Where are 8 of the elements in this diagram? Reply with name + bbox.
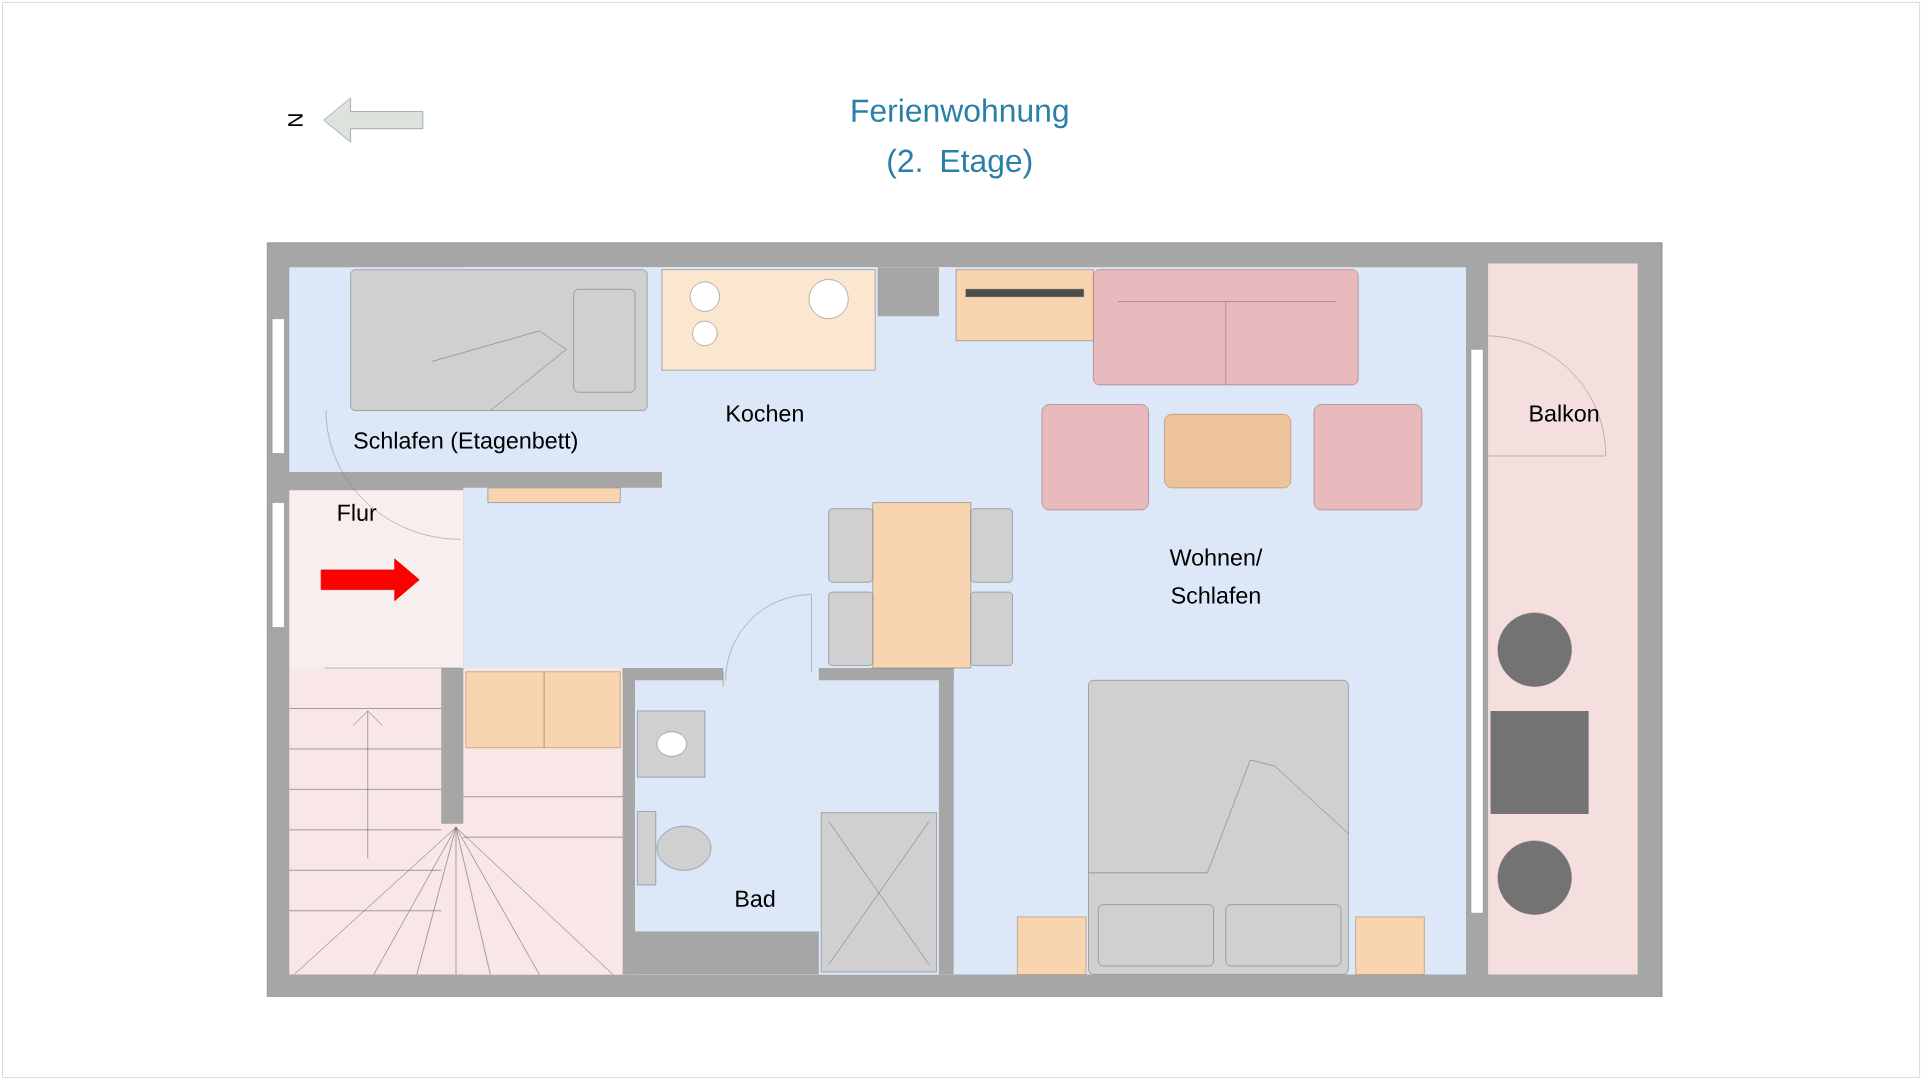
room-label: Wohnen/ Schlafen bbox=[1169, 548, 1263, 604]
title: Ferienwohnung (2. Etage) bbox=[852, 98, 1068, 179]
room-label: Bad bbox=[736, 890, 775, 908]
compass-label: N bbox=[288, 114, 303, 126]
room-label: Schlafen (Etagenbett) bbox=[354, 431, 577, 454]
room-label: Flur bbox=[338, 503, 377, 521]
room-label: Kochen bbox=[727, 404, 803, 422]
room-label: Balkon bbox=[1530, 404, 1599, 422]
